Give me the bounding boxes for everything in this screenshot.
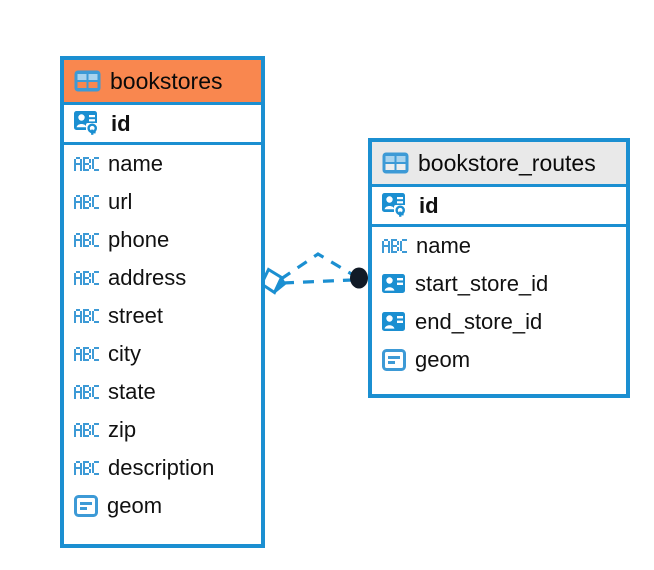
foreign-key-icon <box>382 312 406 332</box>
entity-header-bookstore-routes: bookstore_routes <box>372 142 626 187</box>
field-label: url <box>108 189 133 214</box>
field-label: name <box>416 233 472 258</box>
field-label: address <box>108 265 187 290</box>
field-label: end_store_id <box>415 309 543 334</box>
diamond-marker <box>259 267 286 295</box>
entity-title: bookstores <box>110 67 223 94</box>
field-row[interactable]: address <box>64 259 261 297</box>
text-field-icon <box>74 347 99 361</box>
filled-circle-marker <box>350 267 368 289</box>
relationship-line-lower <box>282 278 353 285</box>
field-row[interactable]: name <box>372 227 626 265</box>
field-label: id <box>111 110 131 136</box>
field-row[interactable]: geom <box>64 487 261 525</box>
text-field-icon <box>74 233 99 247</box>
field-row[interactable]: description <box>64 449 261 487</box>
relationship-line-upper <box>280 252 356 281</box>
field-row[interactable]: start_store_id <box>372 265 626 303</box>
field-row[interactable]: end_store_id <box>372 303 626 341</box>
field-label: name <box>108 151 164 176</box>
field-row[interactable]: city <box>64 335 261 373</box>
entity-title: bookstore_routes <box>418 149 596 176</box>
geometry-field-icon <box>382 349 406 371</box>
primary-key-icon <box>382 193 410 218</box>
entity-field-list-bookstore-routes: id nam <box>372 187 626 379</box>
foreign-key-icon <box>382 274 406 294</box>
text-field-icon <box>74 271 99 285</box>
entity-header-bookstores: bookstores <box>64 60 261 105</box>
field-label: geom <box>415 347 471 372</box>
field-label: start_store_id <box>415 271 549 296</box>
field-label: city <box>108 341 141 366</box>
entity-bookstore-routes[interactable]: bookstore_routes <box>368 138 630 398</box>
field-label: phone <box>108 227 170 252</box>
field-row[interactable]: geom <box>372 341 626 379</box>
text-field-icon <box>74 157 99 171</box>
entity-bookstores[interactable]: bookstores <box>60 56 265 548</box>
field-row[interactable]: state <box>64 373 261 411</box>
text-field-icon <box>74 195 99 209</box>
field-label: id <box>419 192 439 218</box>
geometry-field-icon <box>74 495 98 517</box>
field-row[interactable]: id <box>64 105 261 145</box>
field-label: street <box>108 303 164 328</box>
text-field-icon <box>74 423 99 437</box>
field-row[interactable]: name <box>64 145 261 183</box>
field-row[interactable]: id <box>372 187 626 227</box>
entity-field-list-bookstores: id nam <box>64 105 261 525</box>
field-row[interactable]: zip <box>64 411 261 449</box>
field-label: geom <box>107 493 163 518</box>
field-label: zip <box>108 417 137 442</box>
primary-key-icon <box>74 111 102 136</box>
field-row[interactable]: street <box>64 297 261 335</box>
text-field-icon <box>74 385 99 399</box>
field-row[interactable]: url <box>64 183 261 221</box>
field-row[interactable]: phone <box>64 221 261 259</box>
table-icon <box>382 152 409 174</box>
text-field-icon <box>74 461 99 475</box>
field-label: state <box>108 379 156 404</box>
field-label: description <box>108 455 215 480</box>
table-icon <box>74 70 101 92</box>
text-field-icon <box>74 309 99 323</box>
text-field-icon <box>382 239 407 253</box>
